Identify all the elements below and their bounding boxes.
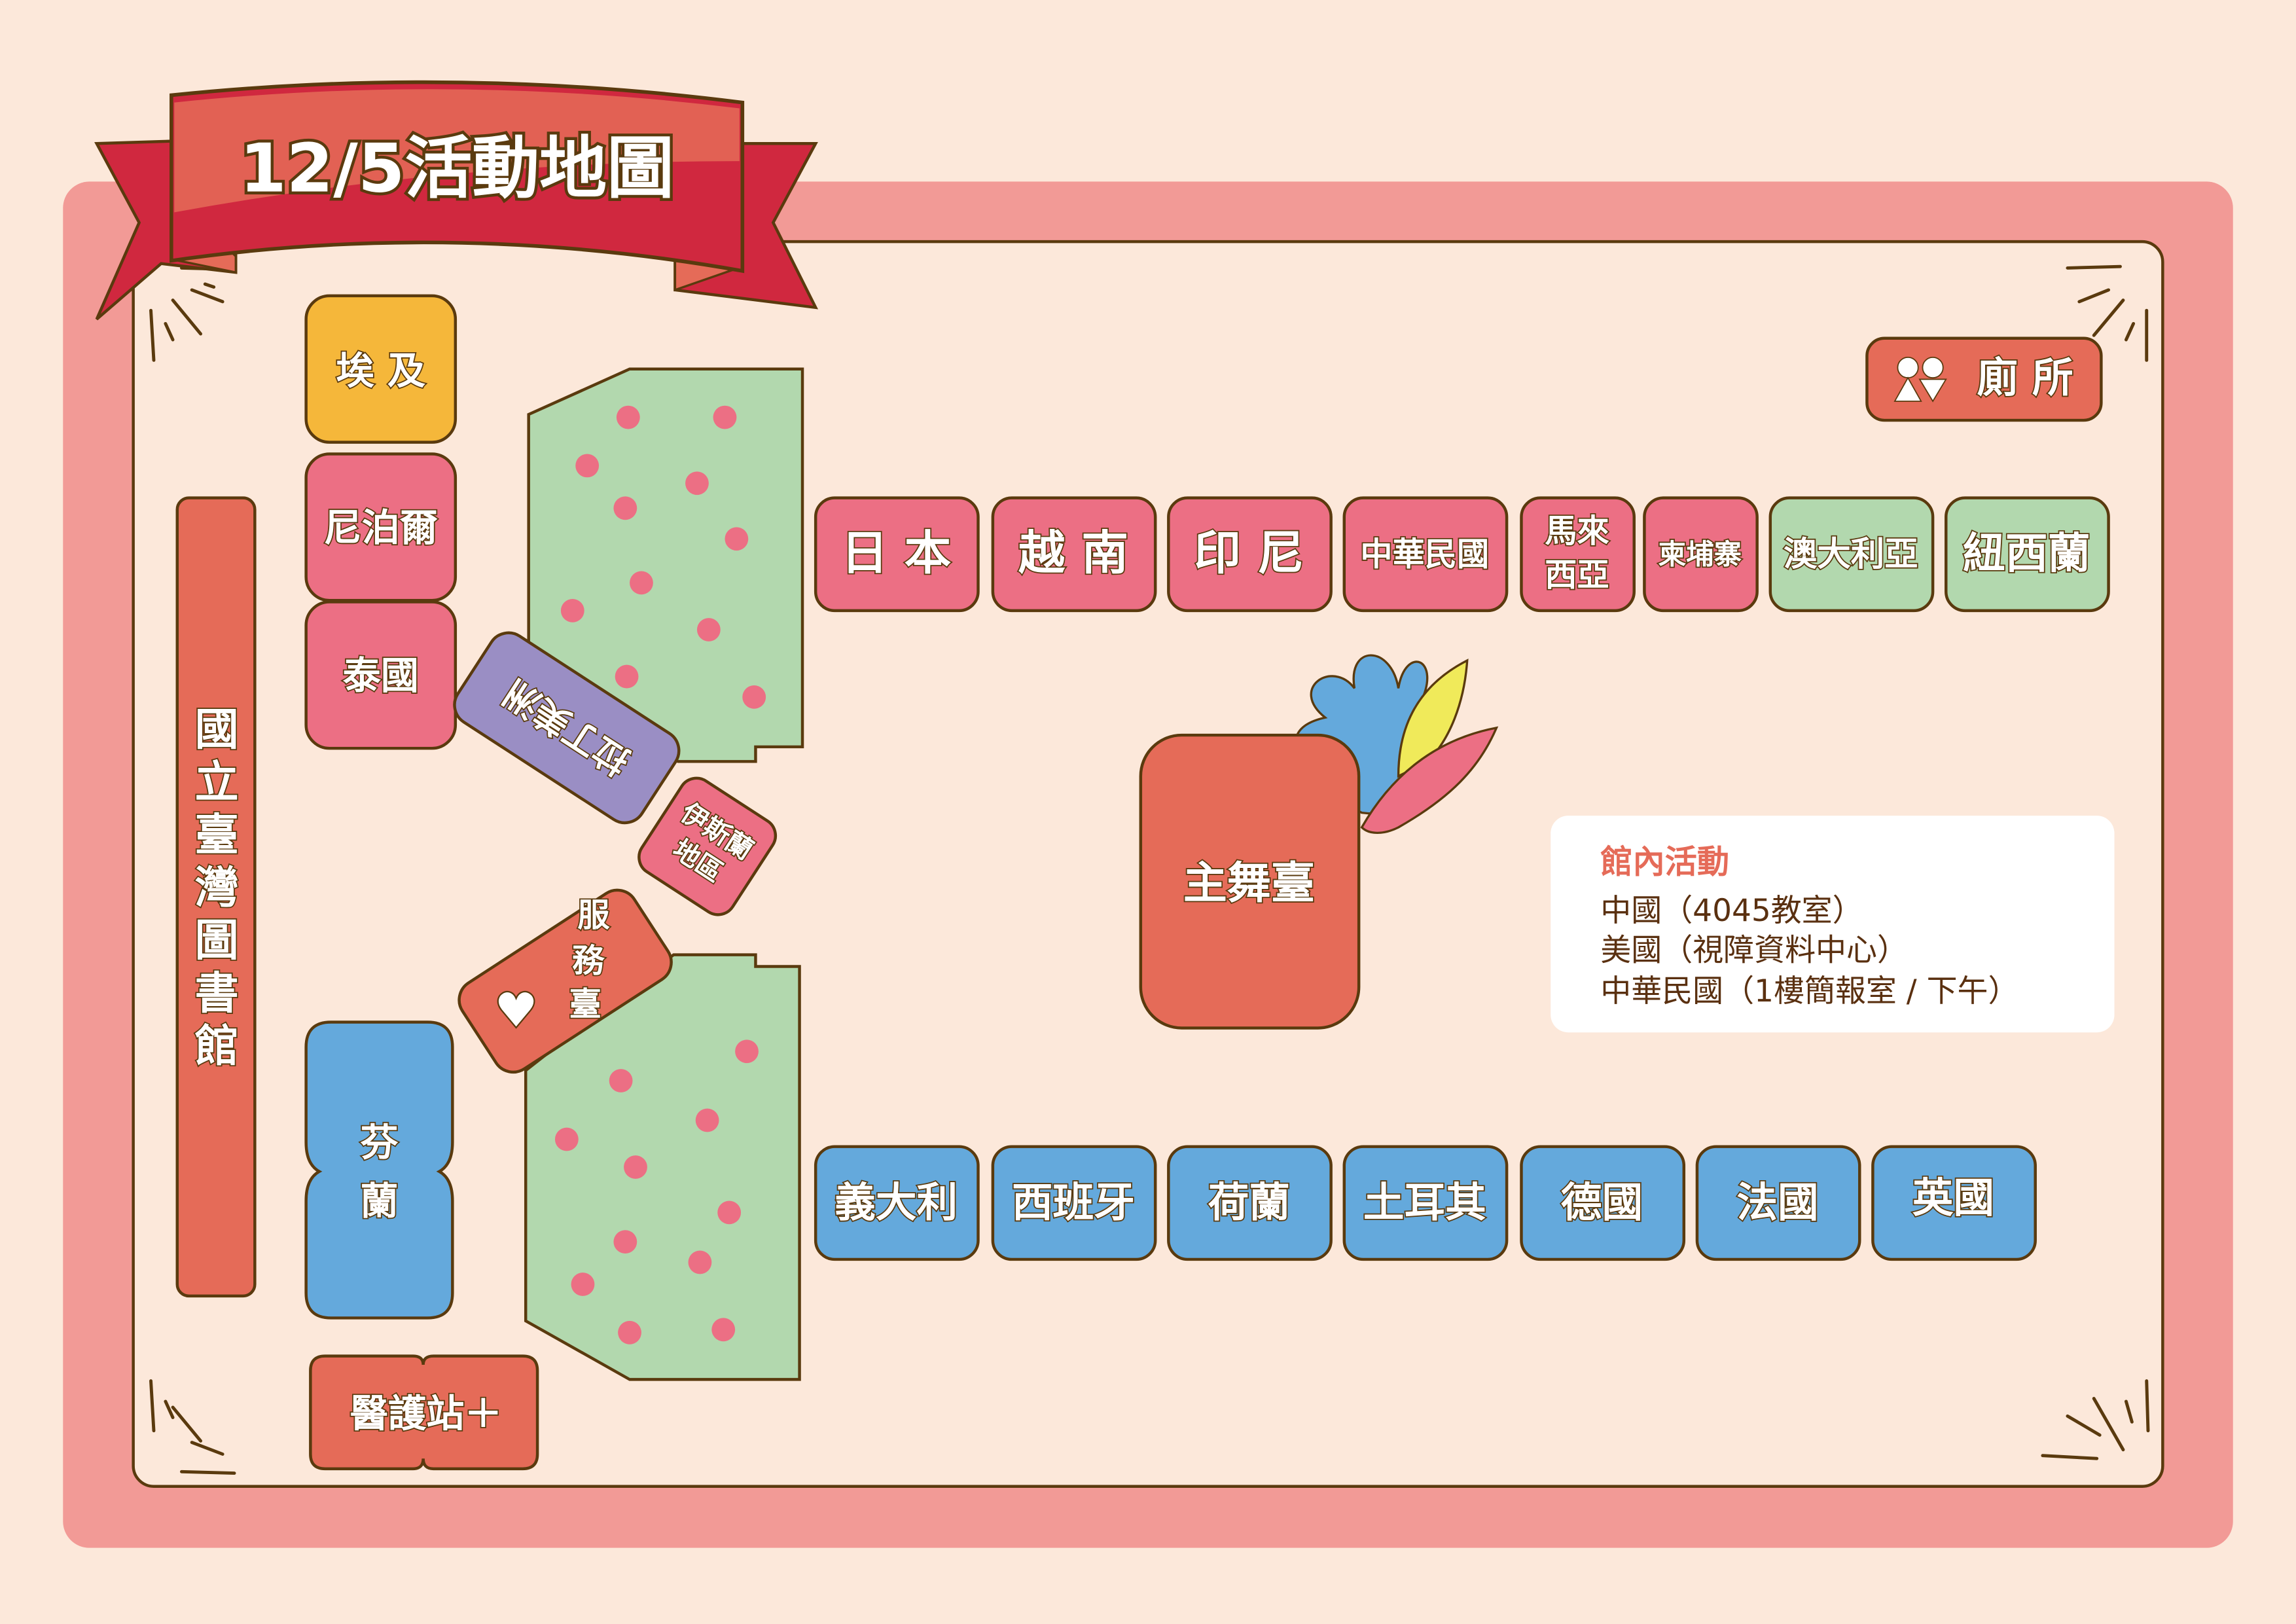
booth-spain-label: 西班牙 [1012, 1178, 1135, 1226]
library-building [175, 496, 257, 1298]
title-ribbon: 12/5活動地圖 [94, 80, 819, 321]
library-label: 國立臺灣圖書館 [195, 704, 239, 1071]
booth-netherlands[interactable] [1167, 1145, 1333, 1261]
booth-japan-label: 日 本 [841, 526, 951, 581]
bottom-row-booths: 義大利 西班牙 荷蘭 土耳其 德國 法國 英國 [814, 1145, 2037, 1261]
restroom[interactable]: 廁 所 [1865, 336, 2103, 422]
booth-italy[interactable] [814, 1145, 980, 1261]
booth-malaysia-label-2: 西亞 [1545, 556, 1609, 594]
booth-japan[interactable] [814, 496, 980, 613]
garden-bottom [524, 953, 801, 1381]
indoor-activity-line-2: 美國（視障資料中心） [1600, 933, 1908, 969]
booth-france[interactable] [1695, 1145, 1861, 1261]
main-stage-label: 主舞臺 [1183, 857, 1315, 909]
booth-netherlands-label: 荷蘭 [1208, 1178, 1290, 1226]
heart-icon [497, 990, 535, 1029]
booth-germany-label: 德國 [1561, 1178, 1643, 1226]
service-desk-label-2: 務 [572, 941, 605, 979]
indoor-activities-card: 館內活動 中國（4045教室） 美國（視障資料中心） 中華民國（1樓簡報室 / … [1551, 816, 2115, 1033]
booth-vietnam-label: 越 南 [1018, 526, 1128, 581]
booth-islamic-region[interactable]: 伊斯蘭 地區 [632, 772, 782, 922]
restroom-label: 廁 所 [1977, 354, 2073, 402]
sparkle-icon-bottom-left [149, 1379, 236, 1475]
booth-spain[interactable] [991, 1145, 1157, 1261]
medical-station-label: 醫護站＋ [350, 1391, 503, 1435]
booth-thailand[interactable] [304, 600, 457, 750]
indoor-activity-line-3: 中華民國（1樓簡報室 / 下午） [1600, 973, 2018, 1009]
main-stage[interactable] [1139, 733, 1361, 1030]
booth-uk-label: 英國 [1912, 1174, 1994, 1222]
booth-france-label: 法國 [1736, 1178, 1818, 1226]
booth-australia-label: 澳大利亞 [1784, 535, 1918, 574]
top-row-booths: 日 本 越 南 印 尼 中華民國 馬來 西亞 柬埔寨 澳大利亞 紐西蘭 [814, 496, 2110, 613]
booth-cambodia[interactable] [1643, 496, 1759, 613]
indoor-activity-line-1: 中國（4045教室） [1600, 893, 1863, 929]
booth-finland[interactable] [304, 1020, 454, 1320]
garden-top [527, 367, 804, 763]
booth-indonesia-label: 印 尼 [1194, 526, 1304, 581]
booth-finland-label-2: 蘭 [360, 1179, 398, 1223]
booth-new-zealand[interactable] [1945, 496, 2110, 613]
booth-egypt[interactable] [304, 294, 457, 444]
booth-new-zealand-label: 紐西蘭 [1963, 530, 2090, 579]
sparkle-icon-top-right [2066, 264, 2149, 362]
service-desk-label-1: 服 [577, 896, 610, 934]
restroom-icon [1893, 356, 1947, 403]
booth-indonesia[interactable] [1167, 496, 1333, 613]
service-desk[interactable]: 服 務 臺 [444, 871, 681, 1083]
booth-vietnam[interactable] [991, 496, 1157, 613]
booth-roc-label: 中華民國 [1360, 535, 1489, 573]
booth-australia[interactable] [1768, 496, 1935, 613]
booth-malaysia-label-1: 馬來 [1545, 512, 1609, 550]
booth-turkey[interactable] [1342, 1145, 1509, 1261]
medical-station[interactable] [309, 1354, 539, 1471]
booth-roc[interactable] [1342, 496, 1509, 613]
booth-germany[interactable] [1520, 1145, 1686, 1261]
booth-malaysia[interactable] [1520, 496, 1636, 613]
booth-thailand-label: 泰國 [343, 653, 419, 698]
booth-italy-label: 義大利 [834, 1178, 958, 1226]
booth-uk[interactable] [1871, 1145, 2037, 1261]
booth-egypt-label: 埃 及 [336, 349, 425, 393]
page-title: 12/5活動地圖 [240, 129, 674, 208]
booth-finland-label-1: 芬 [360, 1121, 398, 1165]
booth-cambodia-label: 柬埔寨 [1659, 539, 1742, 571]
booth-nepal-label: 尼泊爾 [323, 505, 437, 550]
booth-turkey-label: 土耳其 [1363, 1178, 1486, 1226]
service-desk-label-3: 臺 [569, 985, 601, 1023]
sparkle-icon-bottom-right [2041, 1379, 2150, 1460]
indoor-activities-title: 館內活動 [1600, 842, 1729, 880]
